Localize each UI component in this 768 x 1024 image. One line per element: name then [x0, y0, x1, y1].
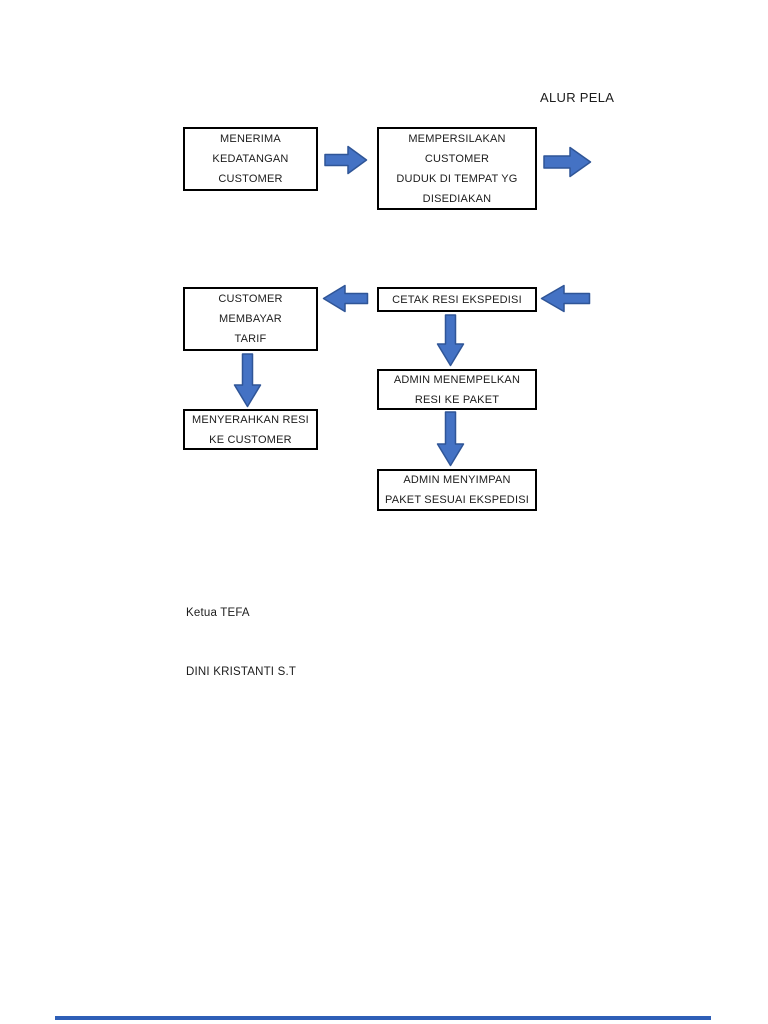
arrow-left-icon [322, 284, 369, 313]
signature-name: DINI KRISTANTI S.T [186, 666, 297, 678]
flow-box-line: CUSTOMER [218, 293, 283, 305]
flow-box-line: PAKET SESUAI EKSPEDISI [385, 494, 529, 506]
flow-box-mempersilakan-customer: MEMPERSILAKAN CUSTOMER DUDUK DI TEMPAT Y… [377, 127, 537, 210]
signature-role: Ketua TEFA [186, 607, 250, 619]
flow-box-line: KE CUSTOMER [209, 433, 292, 446]
flow-box-cetak-resi-ekspedisi: CETAK RESI EKSPEDISI [377, 287, 537, 312]
flow-box-menerima-kedatangan-customer: MENERIMA KEDATANGAN CUSTOMER [183, 127, 318, 191]
flow-box-line: MEMPERSILAKAN [408, 132, 506, 145]
page-bottom-bar [55, 1016, 711, 1020]
arrow-right-offpage-icon [543, 146, 592, 178]
flow-box-line: DISEDIAKAN [422, 192, 492, 205]
flow-box-line: MEMBAYAR [219, 313, 282, 325]
flow-box-admin-menyimpan-paket: ADMIN MENYIMPAN PAKET SESUAI EKSPEDISI [377, 469, 537, 511]
arrow-right-icon [324, 145, 368, 175]
flow-box-line: MENERIMA [220, 133, 281, 145]
flow-box-admin-menempelkan-resi: ADMIN MENEMPELKAN RESI KE PAKET [377, 369, 537, 410]
flow-box-line: ADMIN MENEMPELKAN [393, 373, 521, 386]
flow-box-line: CUSTOMER [424, 152, 490, 165]
flow-box-line: MENYERAHKAN RESI [192, 413, 309, 426]
flow-box-line: TARIF [234, 333, 267, 345]
arrow-down-icon [233, 353, 262, 408]
arrow-down-icon [436, 411, 465, 467]
flow-box-line: CUSTOMER [218, 173, 283, 185]
flow-box-menyerahkan-resi-ke-customer: MENYERAHKAN RESI KE CUSTOMER [183, 409, 318, 450]
arrow-down-icon [436, 314, 465, 367]
flow-box-customer-membayar-tarif: CUSTOMER MEMBAYAR TARIF [183, 287, 318, 351]
arrow-left-offpage-icon [540, 284, 591, 313]
flow-box-line: RESI KE PAKET [414, 393, 500, 406]
flow-box-line: KEDATANGAN [212, 153, 289, 165]
page-title: ALUR PELA [540, 90, 615, 105]
flow-box-line: ADMIN MENYIMPAN [403, 474, 511, 486]
flow-box-line: CETAK RESI EKSPEDISI [392, 293, 522, 306]
flow-box-line: DUDUK DI TEMPAT YG [396, 172, 518, 185]
